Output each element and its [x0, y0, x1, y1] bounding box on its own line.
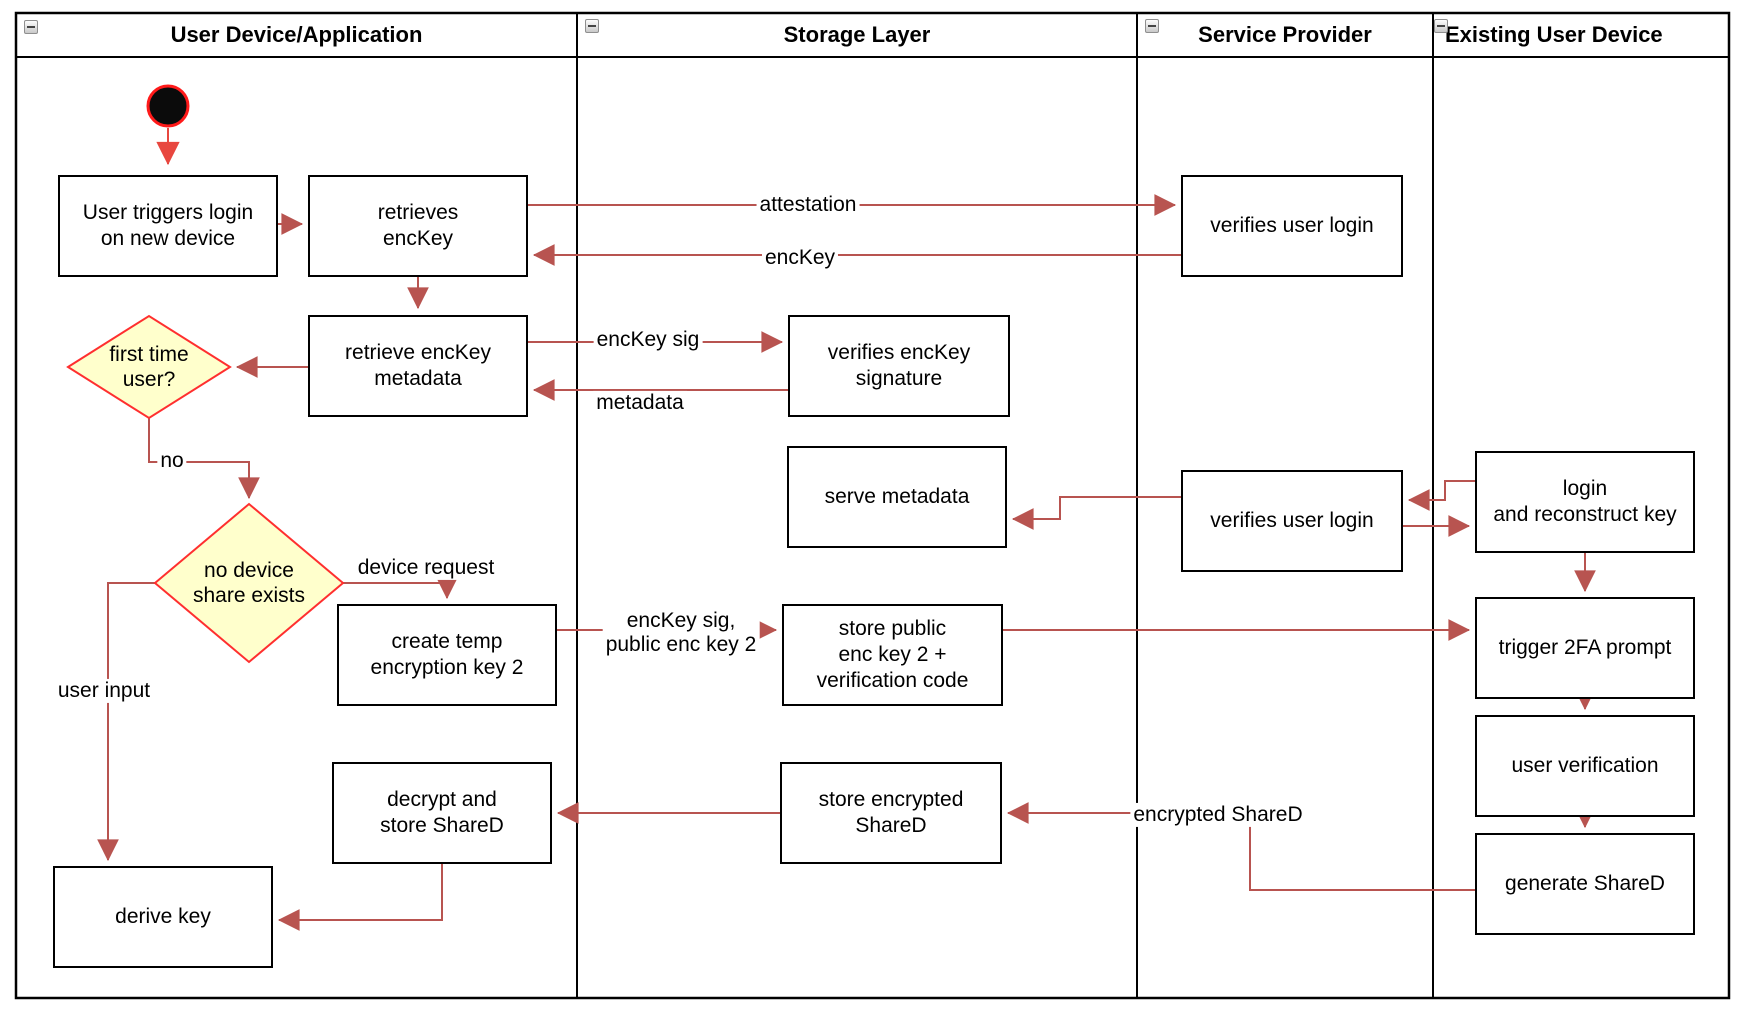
- node-store-encrypted-shared[interactable]: store encrypted ShareD: [780, 762, 1002, 864]
- diagram-frame: [14, 11, 1731, 1000]
- node-user-verification[interactable]: user verification: [1475, 715, 1695, 817]
- edge-encrypted-shared: [1006, 802, 1475, 891]
- edge-user-input: [97, 582, 155, 862]
- node-verifies-user-login-2[interactable]: verifies user login: [1181, 470, 1403, 572]
- collapse-lane-icon[interactable]: [1434, 19, 1448, 33]
- node-serve-metadata[interactable]: serve metadata: [787, 446, 1007, 548]
- edge-label-encrypted-shared: encrypted ShareD: [1130, 802, 1306, 828]
- edge-login-to-verifies: [1407, 480, 1475, 511]
- lane-header-service-provider: Service Provider: [1198, 22, 1372, 47]
- edge-verifies-to-serve-metadata: [1011, 496, 1181, 530]
- node-trigger-2fa-prompt[interactable]: trigger 2FA prompt: [1475, 597, 1695, 699]
- node-retrieves-enckey[interactable]: retrieves encKey: [308, 175, 528, 277]
- node-verifies-enckey-signature[interactable]: verifies encKey signature: [788, 315, 1010, 417]
- minus-icon: [27, 26, 35, 28]
- collapse-lane-icon[interactable]: [24, 20, 38, 34]
- edge-label-enckey-sig: encKey sig: [593, 327, 703, 353]
- node-generate-shared[interactable]: generate ShareD: [1475, 833, 1695, 935]
- node-login-and-reconstruct-key[interactable]: login and reconstruct key: [1475, 451, 1695, 553]
- node-retrieve-enckey-metadata[interactable]: retrieve encKey metadata: [308, 315, 528, 417]
- edge-decrypt-to-derive: [277, 864, 443, 931]
- edge-label-enckey: encKey: [761, 245, 839, 271]
- edge-label-user-input: user input: [54, 678, 154, 704]
- edge-label-device-request: device request: [354, 555, 498, 581]
- node-verifies-user-login-1[interactable]: verifies user login: [1181, 175, 1403, 277]
- lane-header-storage-layer: Storage Layer: [783, 22, 931, 47]
- edge-label-attestation: attestation: [756, 192, 860, 218]
- edge-label-metadata: metadata: [593, 390, 687, 416]
- node-decrypt-and-store-shared[interactable]: decrypt and store ShareD: [332, 762, 552, 864]
- node-user-triggers-login[interactable]: User triggers login on new device: [58, 175, 278, 277]
- minus-icon: [1148, 25, 1156, 27]
- node-derive-key[interactable]: derive key: [53, 866, 273, 968]
- minus-icon: [1437, 25, 1445, 27]
- minus-icon: [588, 25, 596, 27]
- edge-label-enckey-sig-public: encKey sig, public enc key 2: [602, 608, 760, 658]
- edge-device-request: [343, 577, 458, 600]
- node-create-temp-encryption-key-2[interactable]: create temp encryption key 2: [337, 604, 557, 706]
- node-store-public-enc-key-2[interactable]: store public enc key 2 + verification co…: [782, 604, 1003, 706]
- lane-header-existing-user-device: Existing User Device: [1445, 22, 1663, 47]
- edge-no-branch: [148, 418, 260, 500]
- collapse-lane-icon[interactable]: [1145, 19, 1159, 33]
- collapse-lane-icon[interactable]: [585, 19, 599, 33]
- lane-header-user-device: User Device/Application: [170, 22, 423, 47]
- edge-label-no: no: [157, 448, 187, 474]
- decision-no-device-share[interactable]: [153, 502, 345, 664]
- decision-first-time-user[interactable]: [66, 314, 232, 420]
- start-node[interactable]: [146, 84, 190, 128]
